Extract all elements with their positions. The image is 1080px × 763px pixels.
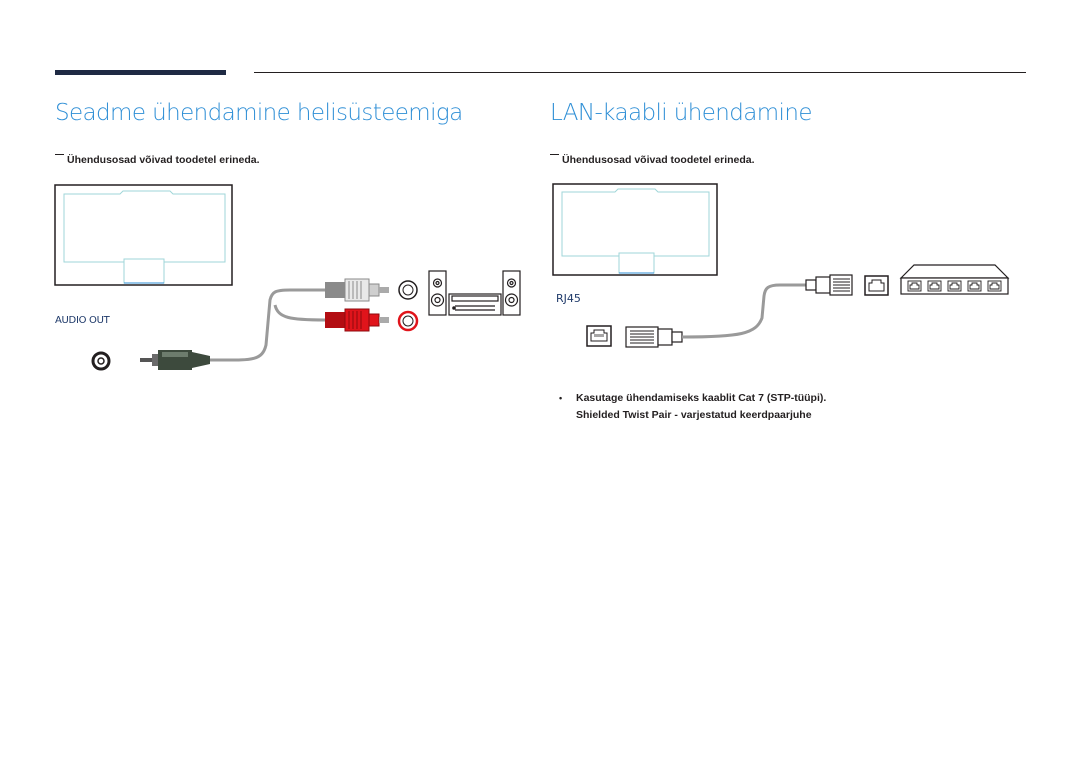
cable-requirement-bullet: • Kasutage ühendamiseks kaablit Cat 7 (S… xyxy=(559,390,827,424)
network-switch xyxy=(899,264,1010,295)
audio-note: Ühendusosad võivad toodetel erineda. xyxy=(55,154,260,166)
note-dash xyxy=(550,154,559,155)
rj45-plug xyxy=(625,283,806,348)
lan-port-icon xyxy=(864,275,889,296)
lan-port-icon xyxy=(586,325,612,347)
rca-cable xyxy=(325,278,389,332)
lan-note-text: Ühendusosad võivad toodetel erineda. xyxy=(562,154,755,166)
header-rule xyxy=(254,72,1026,73)
header-accent-bar xyxy=(55,70,226,75)
monitor-back-audio xyxy=(54,184,233,286)
rj45-plug xyxy=(805,274,853,296)
audio-plug xyxy=(140,288,326,370)
rca-jacks xyxy=(397,280,419,332)
audio-section-title: Seadme ühendamine helisüsteemiga xyxy=(55,100,463,126)
bullet-line-2: Shielded Twist Pair - varjestatud keerdp… xyxy=(576,409,812,421)
bullet-dot: • xyxy=(559,393,563,403)
note-dash xyxy=(55,154,64,155)
bullet-line-1: Kasutage ühendamiseks kaablit Cat 7 (STP… xyxy=(576,392,827,404)
audio-jack-icon xyxy=(91,351,111,371)
stereo-system xyxy=(428,270,521,316)
lan-section-title: LAN-kaabli ühendamine xyxy=(550,100,812,126)
lan-note: Ühendusosad võivad toodetel erineda. xyxy=(550,154,755,166)
audio-out-label: AUDIO OUT xyxy=(55,315,110,326)
rj45-label: RJ45 xyxy=(556,292,581,305)
audio-note-text: Ühendusosad võivad toodetel erineda. xyxy=(67,154,260,166)
monitor-back-lan xyxy=(552,183,718,276)
